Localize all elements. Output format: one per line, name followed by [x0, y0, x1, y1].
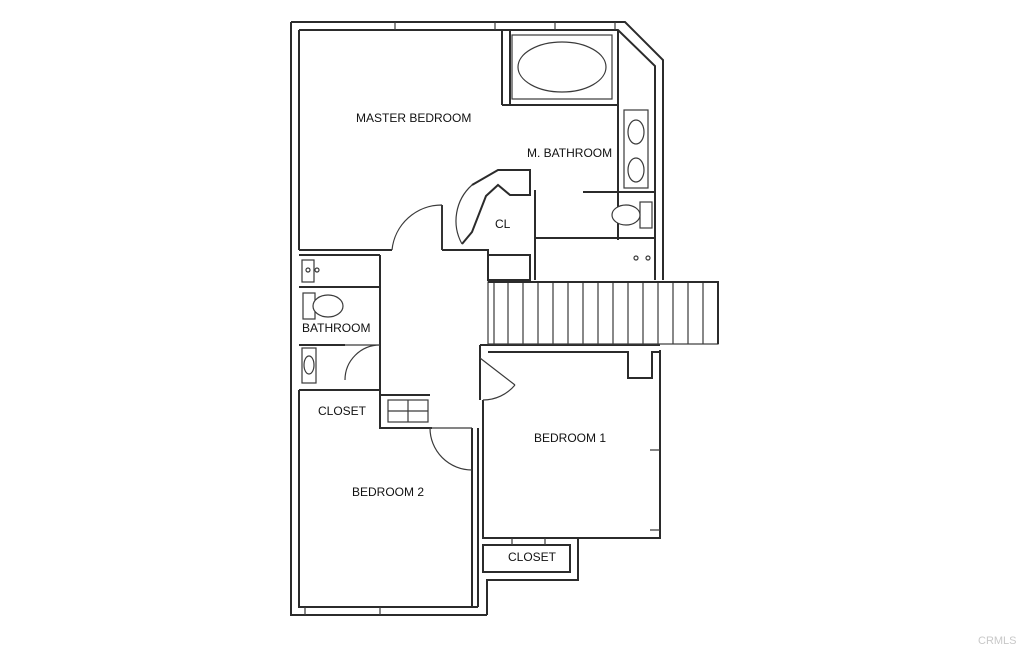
sink-icon: [633, 255, 651, 261]
toilet-icon: [302, 292, 344, 320]
door-swing-icon: [344, 184, 516, 471]
bathroom-label: BATHROOM: [302, 321, 370, 335]
toilet-icon: [611, 201, 653, 229]
closet-shelf-icon: [387, 399, 429, 423]
sink-icon: [301, 259, 320, 384]
sink-icon: [623, 109, 649, 189]
closet-bedroom2-label: CLOSET: [318, 404, 367, 418]
stairs-icon: [487, 281, 719, 345]
closet-bedroom1-label: CLOSET: [508, 550, 557, 564]
master-bathroom-label: M. BATHROOM: [527, 146, 612, 160]
master-bedroom-label: MASTER BEDROOM: [356, 111, 471, 125]
bedroom1-label: BEDROOM 1: [534, 431, 606, 445]
interior-walls: [299, 30, 660, 607]
bedroom2-label: BEDROOM 2: [352, 485, 424, 499]
closet-cl-label: CL: [495, 217, 511, 231]
watermark: CRMLS: [978, 635, 1017, 647]
tub-icon: [511, 34, 613, 100]
exterior-walls: [290, 21, 664, 616]
